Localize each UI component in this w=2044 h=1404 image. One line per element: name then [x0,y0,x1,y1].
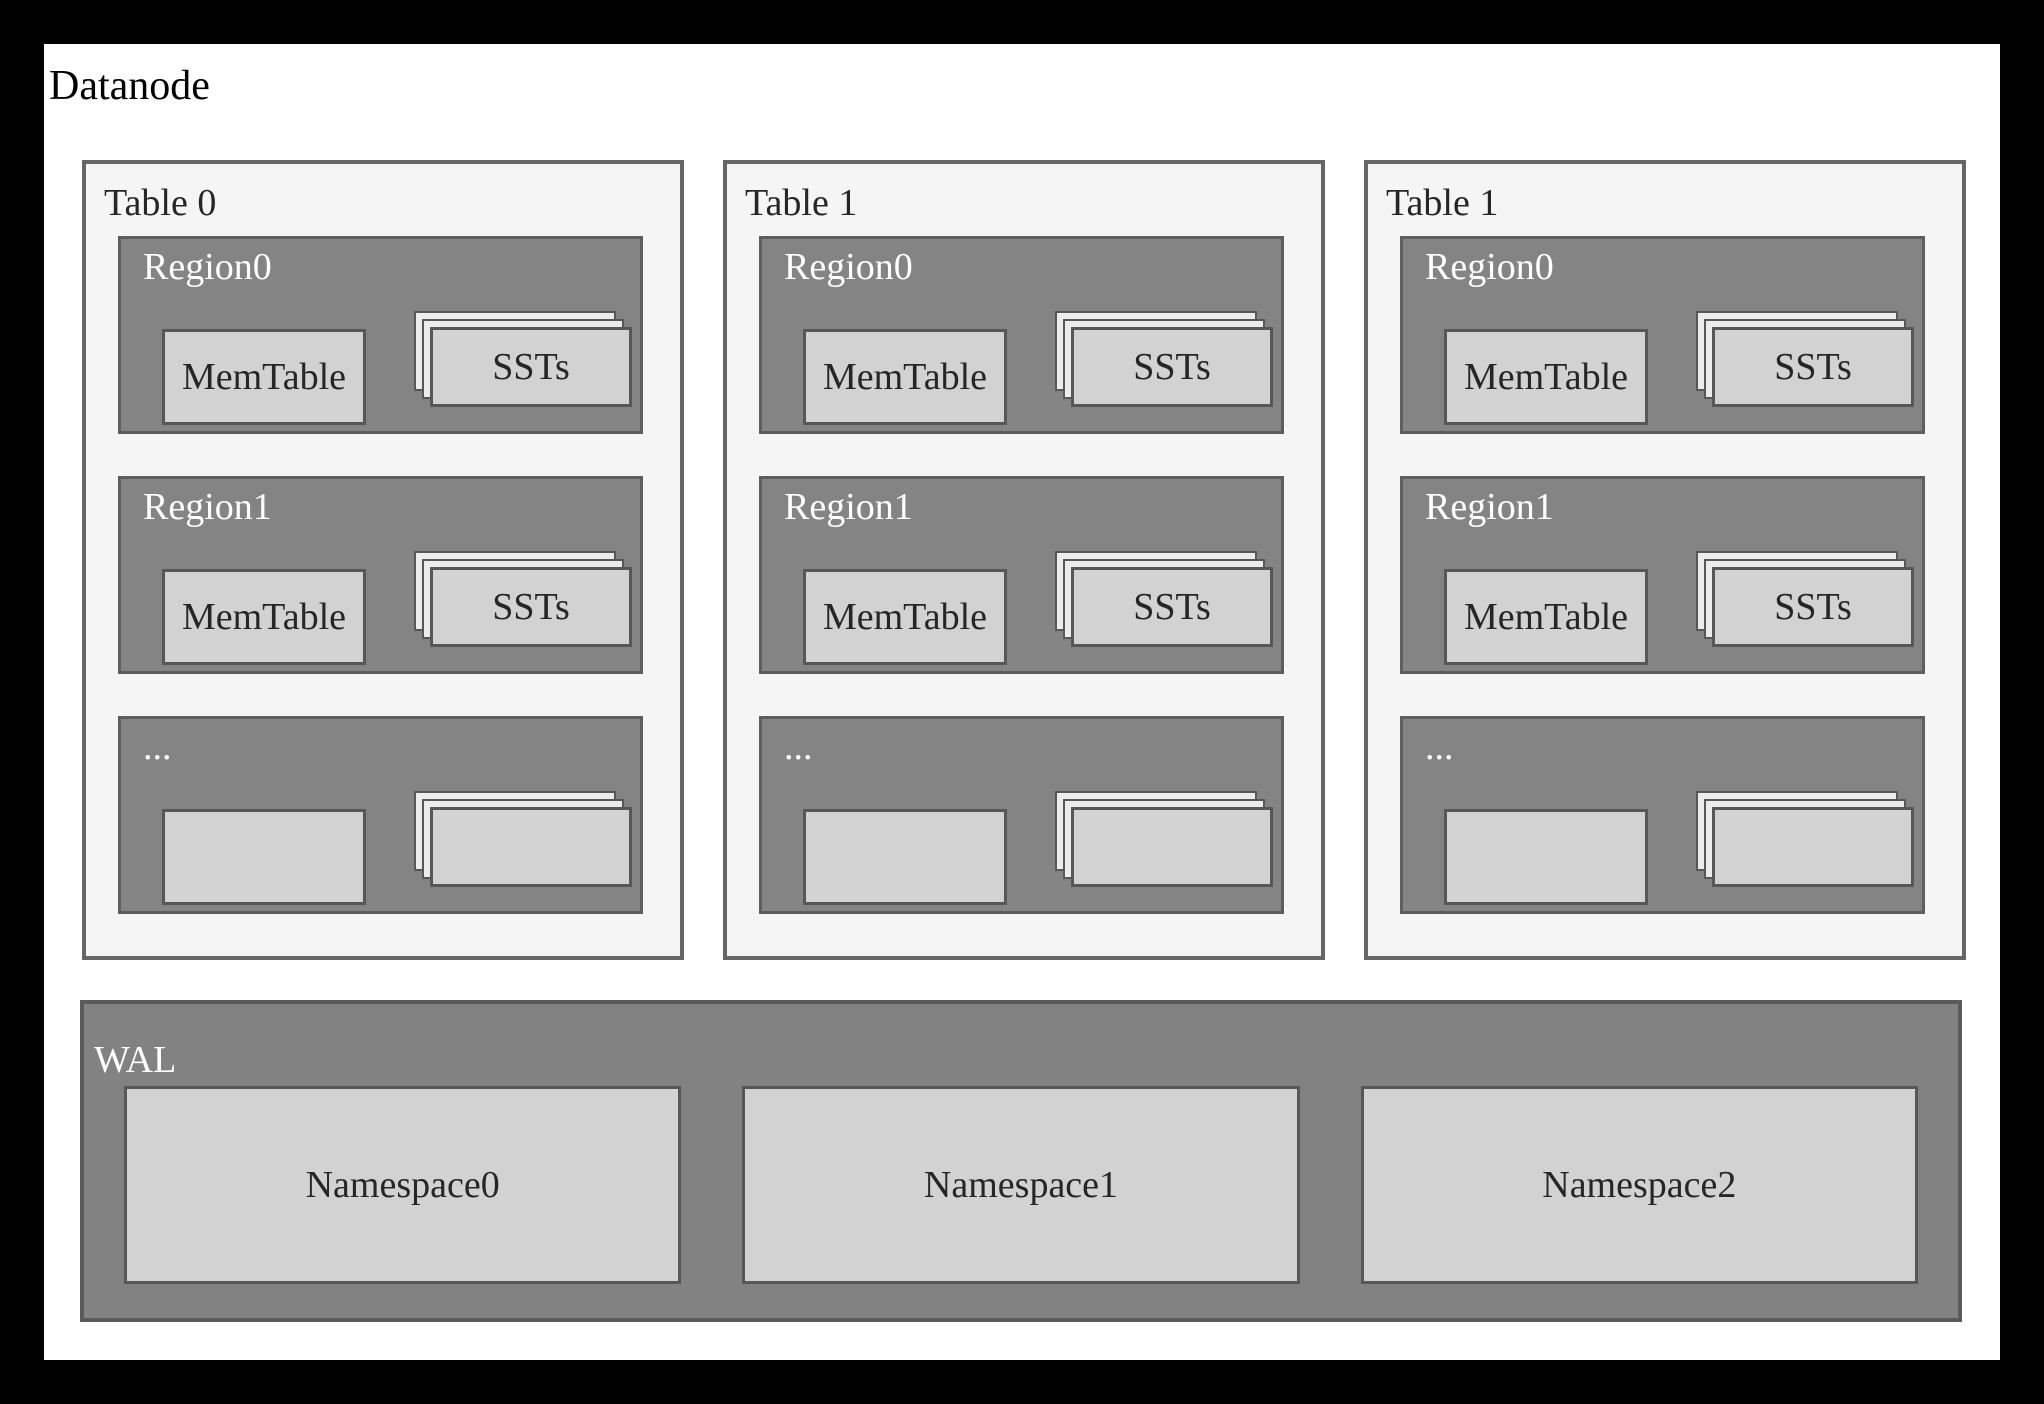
ssts-front-box [1712,807,1914,887]
ssts-front-box: SSTs [1712,567,1914,647]
memtable-box: MemTable [1444,329,1648,425]
ssts-stack: SSTs [414,311,636,427]
ssts-stack [1696,791,1918,907]
memtable-box: MemTable [803,329,1007,425]
ssts-front-box: SSTs [430,567,632,647]
memtable-box: MemTable [162,329,366,425]
region-label: Region1 [1425,486,1554,528]
region-box: ... [118,716,643,914]
region-label: ... [1425,726,1454,768]
memtable-box: MemTable [162,569,366,665]
ssts-stack: SSTs [1055,551,1277,667]
namespace-box: Namespace2 [1360,1086,1918,1284]
ssts-stack [1055,791,1277,907]
memtable-box [803,809,1007,905]
table-title: Table 1 [1386,182,1499,224]
ssts-stack: SSTs [1055,311,1277,427]
wal-label: WAL [94,1039,177,1081]
ssts-stack: SSTs [1696,551,1918,667]
ssts-front-box: SSTs [1071,567,1273,647]
ssts-front-box: SSTs [1071,327,1273,407]
region-box: ... [1400,716,1925,914]
wal-box: WAL Namespace0 Namespace1 Namespace2 [80,1000,1962,1322]
table-title: Table 1 [745,182,858,224]
ssts-stack: SSTs [1696,311,1918,427]
region-label: Region1 [784,486,913,528]
table-title: Table 0 [104,182,217,224]
ssts-stack: SSTs [414,551,636,667]
region-label: ... [784,726,813,768]
memtable-box [1444,809,1648,905]
region-label: ... [143,726,172,768]
namespace-box: Namespace0 [124,1086,682,1284]
namespace-box: Namespace1 [742,1086,1300,1284]
region-label: Region1 [143,486,272,528]
memtable-box [162,809,366,905]
memtable-box: MemTable [1444,569,1648,665]
namespace-row: Namespace0 Namespace1 Namespace2 [124,1086,1918,1284]
ssts-front-box: SSTs [1712,327,1914,407]
region-label: Region0 [143,246,272,288]
ssts-front-box [1071,807,1273,887]
memtable-box: MemTable [803,569,1007,665]
region-label: Region0 [784,246,913,288]
ssts-front-box [430,807,632,887]
datanode-title: Datanode [49,63,210,109]
region-label: Region0 [1425,246,1554,288]
region-box: ... [759,716,1284,914]
ssts-front-box: SSTs [430,327,632,407]
ssts-stack [414,791,636,907]
